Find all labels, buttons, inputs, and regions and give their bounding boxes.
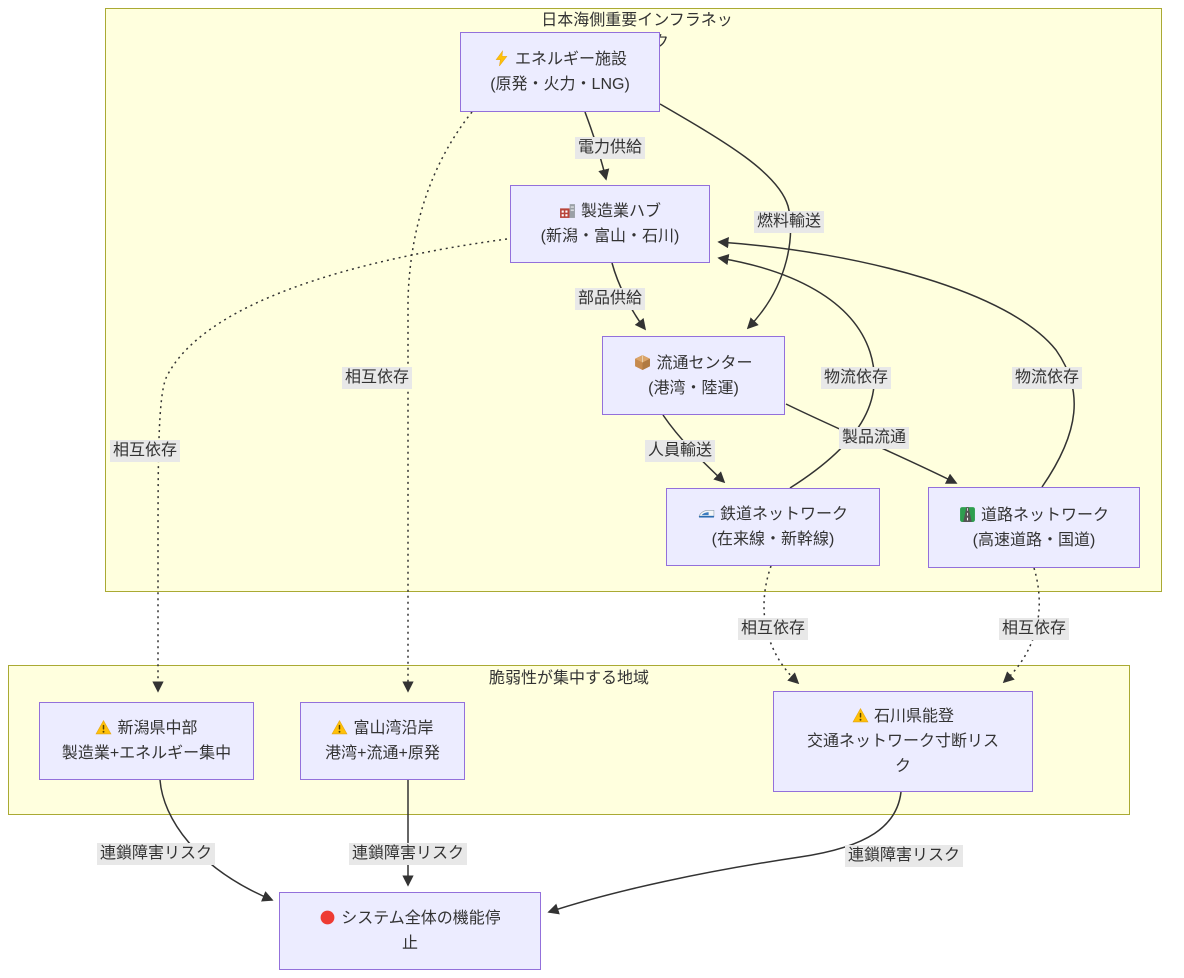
package-icon — [634, 354, 651, 371]
node-road-line1: 道路ネットワーク — [929, 503, 1139, 528]
edge-niigata-failure — [159, 779, 274, 902]
node-ishikawa-line2: 交通ネットワーク寸断リスク — [806, 733, 999, 775]
edge-label-cascade-1: 連鎖障害リスク — [96, 843, 216, 865]
edge-label-logistics-2: 物流依存 — [1011, 367, 1083, 389]
lightning-icon — [493, 50, 510, 67]
edge-label-mutual-rail: 相互依存 — [737, 618, 809, 640]
edge-mfg-niigata-mutual — [152, 238, 508, 693]
motorway-icon — [959, 506, 976, 523]
edge-label-product: 製品流通 — [838, 427, 910, 449]
cluster-vulnerable-title: 脆弱性が集中する地域 — [488, 670, 649, 687]
edge-label-personnel: 人員輸送 — [644, 440, 716, 462]
edge-ishikawa-failure — [547, 791, 902, 915]
node-ishikawa-line1: 石川県能登 — [800, 704, 1006, 729]
node-energy: エネルギー施設 (原発・火力・LNG) — [460, 32, 660, 112]
node-niigata: 新潟県中部 製造業+エネルギー集中 — [39, 702, 254, 780]
edge-label-mutual-road: 相互依存 — [998, 618, 1070, 640]
edge-energy-toyama-mutual — [402, 111, 473, 693]
node-toyama-line2: 港湾+流通+原発 — [325, 745, 440, 762]
train-icon — [698, 505, 715, 522]
node-ishikawa: 石川県能登 交通ネットワーク寸断リスク — [773, 691, 1033, 792]
node-rail-line2: (在来線・新幹線) — [711, 531, 835, 548]
node-road-line2: (高速道路・国道) — [972, 531, 1096, 549]
warning-icon — [331, 719, 348, 736]
edge-label-cascade-2: 連鎖障害リスク — [348, 843, 468, 865]
warning-icon — [95, 719, 112, 736]
red-circle-icon — [319, 909, 336, 926]
edge-rail-ishikawa-mutual — [763, 565, 800, 685]
node-rail-line1: 鉄道ネットワーク — [667, 502, 879, 527]
node-dist-line1: 流通センター — [603, 351, 784, 376]
node-mfg-line2: (新潟・富山・石川) — [540, 228, 680, 245]
edge-label-mutual-mid: 相互依存 — [341, 367, 413, 389]
node-toyama-line1: 富山湾沿岸 — [301, 716, 464, 741]
edge-label-parts: 部品供給 — [574, 288, 646, 310]
node-toyama: 富山湾沿岸 港湾+流通+原発 — [300, 702, 465, 780]
edge-road-mfg-logistics — [717, 237, 1075, 488]
factory-icon — [559, 202, 576, 219]
node-dist-line2: (港湾・陸運) — [648, 379, 739, 397]
node-failure: システム全体の機能停止 — [279, 892, 541, 970]
node-mfg-line1: 製造業ハブ — [511, 199, 709, 224]
node-rail: 鉄道ネットワーク (在来線・新幹線) — [666, 488, 880, 566]
node-energy-line1: エネルギー施設 — [461, 47, 659, 72]
node-mfg: 製造業ハブ (新潟・富山・石川) — [510, 185, 710, 263]
node-niigata-line1: 新潟県中部 — [40, 716, 253, 741]
warning-icon — [852, 707, 869, 724]
edge-label-mutual-left: 相互依存 — [109, 440, 181, 462]
edge-label-logistics-1: 物流依存 — [820, 367, 892, 389]
node-road: 道路ネットワーク (高速道路・国道) — [928, 487, 1140, 568]
node-dist: 流通センター (港湾・陸運) — [602, 336, 785, 415]
node-niigata-line2: 製造業+エネルギー集中 — [61, 745, 232, 762]
edge-label-cascade-3: 連鎖障害リスク — [844, 845, 964, 867]
edge-energy-dist-fuel — [659, 103, 792, 330]
edge-label-power: 電力供給 — [574, 137, 646, 159]
node-energy-line2: (原発・火力・LNG) — [490, 76, 630, 93]
edge-label-fuel: 燃料輸送 — [753, 211, 825, 233]
node-failure-line1: システム全体の機能停止 — [314, 906, 506, 956]
